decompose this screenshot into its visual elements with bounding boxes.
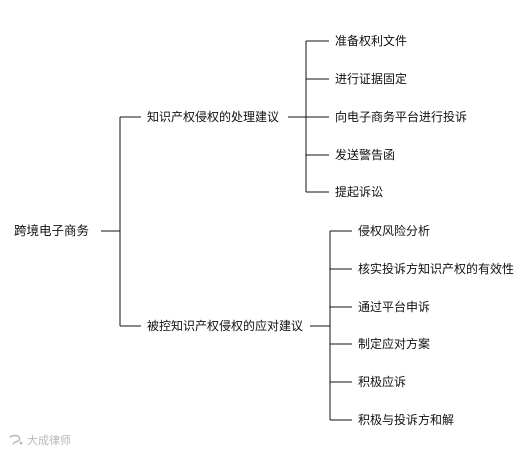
leaf-node: 准备权利文件 (335, 34, 408, 48)
leaf-node: 向电子商务平台进行投诉 (335, 110, 468, 124)
leaf-node: 制定应对方案 (358, 337, 431, 351)
leaf-node: 侵权风险分析 (358, 224, 431, 238)
branch-node-accused-response: 被控知识产权侵权的应对建议 (147, 319, 304, 333)
branch-node-infringement-handling: 知识产权侵权的处理建议 (147, 110, 280, 124)
hook-logo-icon (9, 434, 23, 445)
leaf-node: 通过平台申诉 (358, 300, 431, 314)
leaf-node: 积极应诉 (358, 375, 407, 389)
leaf-node: 积极与投诉方和解 (358, 413, 455, 427)
leaf-node: 进行证据固定 (335, 72, 408, 86)
leaf-node: 发送警告函 (335, 148, 396, 162)
leaf-node: 提起诉讼 (335, 185, 384, 199)
leaf-node: 核实投诉方知识产权的有效性 (358, 262, 515, 276)
watermark-text: 大成律师 (27, 434, 71, 447)
watermark: 大成律师 (8, 432, 71, 448)
root-node: 跨境电子商务 (14, 223, 90, 238)
